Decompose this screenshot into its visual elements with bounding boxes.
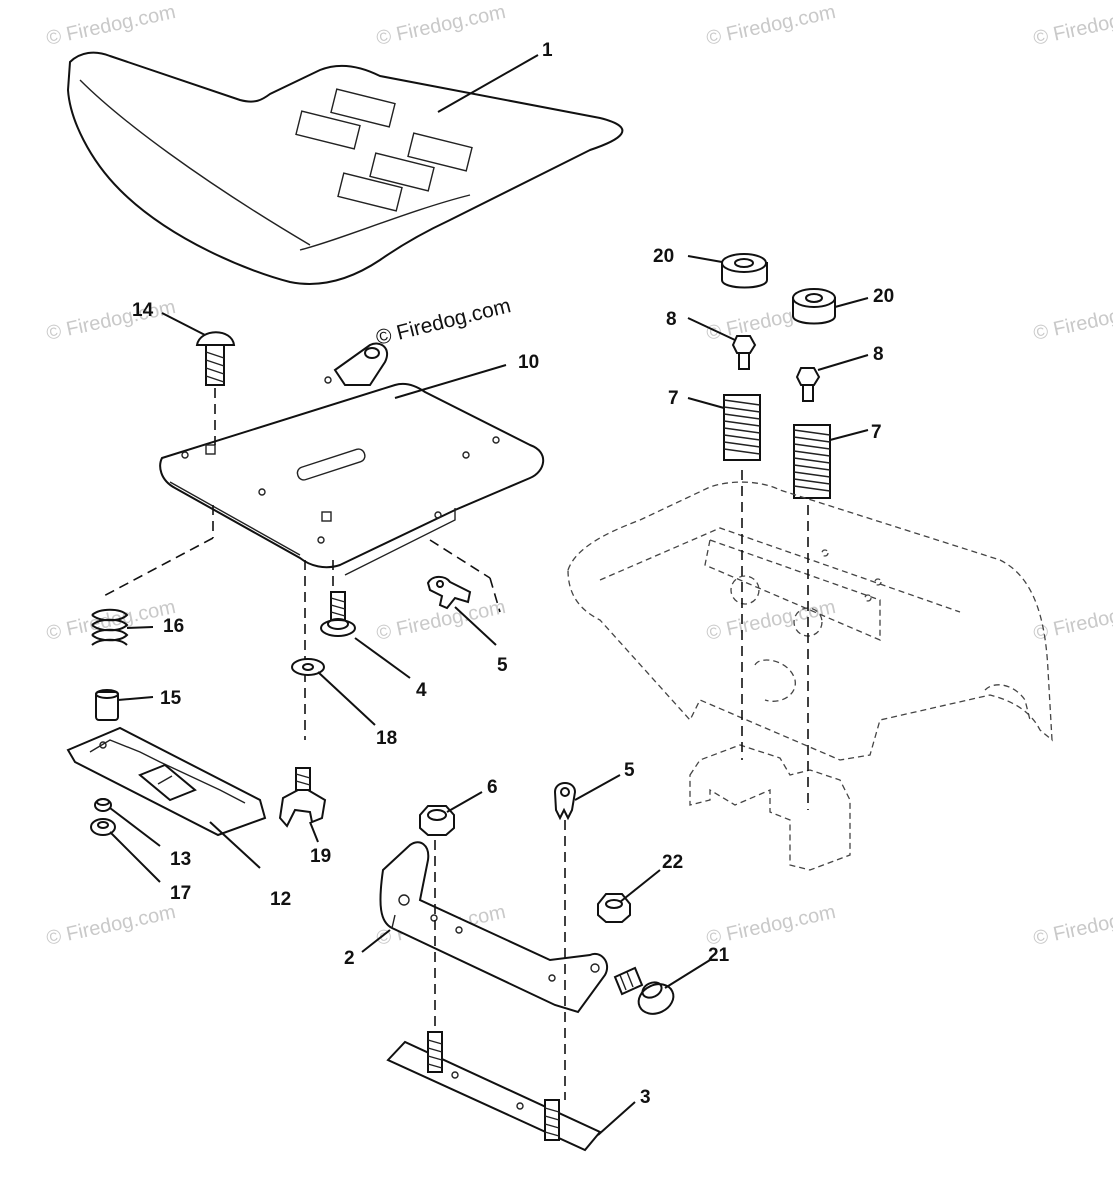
watermark: © Firedog.com (374, 1, 507, 50)
callout-14: 14 (132, 300, 154, 321)
shoulder-bolt-part (613, 966, 675, 1015)
watermark: © Firedog.com (704, 596, 837, 645)
bolt-part (320, 591, 356, 637)
assembly-lines-right (741, 470, 809, 810)
seat-part (66, 51, 624, 285)
knob-part (278, 767, 327, 828)
clip-part (426, 575, 472, 610)
seat-plate-part (159, 342, 545, 576)
adjust-bracket-part (66, 726, 267, 837)
watermark: © Firedog.com (44, 1, 177, 50)
callout-1: 1 (542, 40, 553, 61)
callout-13: 13 (170, 849, 191, 870)
watermark: © Firedog.com (704, 1, 837, 50)
callout-20: 20 (873, 286, 894, 307)
watermark: © Firedog.com (1031, 1, 1113, 50)
callout-5: 5 (624, 760, 635, 781)
clip-part (553, 782, 577, 821)
watermark: © Firedog.com (1031, 901, 1113, 950)
fender-frame-reference (567, 481, 1053, 871)
callout-19: 19 (310, 846, 331, 867)
callout-6: 6 (487, 777, 498, 798)
coil-spring-part (723, 394, 761, 461)
spring-part (91, 608, 129, 646)
coil-spring-part (793, 424, 831, 499)
watermark: © Firedog.com (44, 901, 177, 950)
pivot-bracket-part (379, 841, 609, 1014)
knurled-stud-part (731, 335, 757, 370)
callout-20: 20 (653, 246, 674, 267)
callout-22: 22 (662, 852, 683, 873)
callout-2: 2 (344, 948, 355, 969)
spacer-part (792, 288, 836, 325)
callout-labels: 1 2 3 4 5 5 6 7 7 8 8 10 12 13 14 15 16 … (132, 40, 894, 1108)
watermark: © Firedog.com (44, 296, 177, 345)
callout-7: 7 (871, 422, 882, 443)
callout-7: 7 (668, 388, 679, 409)
spacer-part (95, 689, 119, 721)
copyright-text: © Firedog.com (374, 294, 513, 350)
flat-washer-part (291, 658, 325, 676)
callout-17: 17 (170, 883, 191, 904)
watermark: © Firedog.com (704, 901, 837, 950)
washer-part (90, 818, 116, 836)
carriage-bolt-part (195, 331, 236, 386)
callout-4: 4 (416, 680, 427, 701)
leader-lines (109, 54, 869, 1136)
knurled-stud-part (795, 367, 821, 402)
callout-10: 10 (518, 352, 539, 373)
callout-15: 15 (160, 688, 182, 709)
callout-21: 21 (708, 945, 730, 966)
callout-18: 18 (376, 728, 397, 749)
hex-nut-part (419, 805, 455, 836)
callout-8: 8 (873, 344, 884, 365)
callout-5: 5 (497, 655, 508, 676)
watermark: © Firedog.com (1031, 596, 1113, 645)
assembly-lines-left (99, 388, 501, 740)
base-bracket-part (386, 1031, 602, 1152)
watermark: © Firedog.com (1031, 296, 1113, 345)
callout-16: 16 (163, 616, 184, 637)
nut-part (94, 798, 112, 812)
callout-3: 3 (640, 1087, 651, 1108)
callout-8: 8 (666, 309, 677, 330)
callout-12: 12 (270, 889, 291, 910)
spacer-part (721, 253, 768, 289)
assembly-lines-lower (434, 820, 566, 1100)
